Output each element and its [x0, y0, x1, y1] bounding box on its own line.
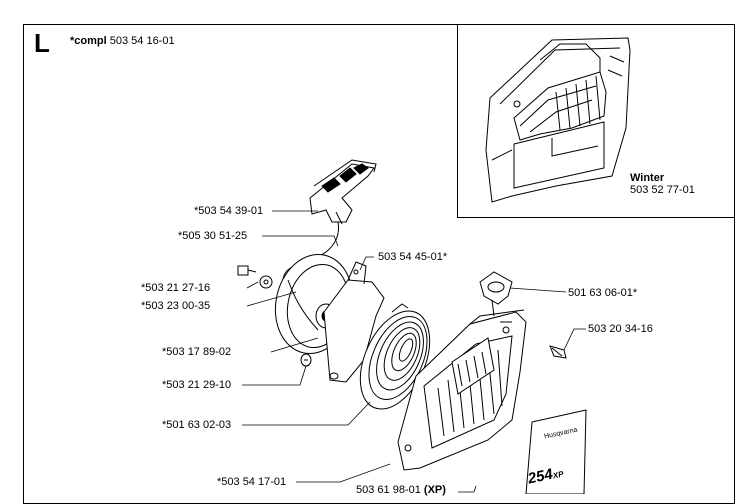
part-label-decal: 503 61 98-01 (XP) [356, 484, 446, 496]
part-label-small-screw: *503 21 29-10 [162, 379, 232, 391]
part-label-intake: 501 63 06-01* [568, 287, 638, 299]
compl-number: 503 54 16-01 [109, 35, 175, 47]
leader-lines [242, 210, 586, 493]
spring-housing-drawing [323, 261, 385, 383]
winter-part-number: 503 52 77-01 [630, 184, 695, 196]
decal-model-suffix: XP [552, 469, 565, 481]
bolt-drawing [549, 345, 567, 359]
winter-cover-drawing [485, 37, 631, 203]
winter-inset-box [457, 24, 735, 218]
part-label-rope: *505 30 51-25 [178, 230, 248, 242]
small-screw-drawing [300, 353, 312, 367]
decal-drawing [525, 409, 587, 494]
section-letter: L [34, 28, 50, 58]
part-label-washer: *503 23 00-35 [141, 300, 211, 312]
starter-cover-drawing [397, 309, 527, 471]
compl-prefix: *compl [70, 35, 107, 47]
decal-part-number: 503 61 98-01 [356, 484, 421, 496]
intake-cover-drawing [479, 271, 513, 317]
part-label-handle: *503 54 39-01 [194, 205, 264, 217]
part-label-cover: *503 54 17-01 [217, 476, 287, 488]
winter-title: Winter [630, 172, 665, 184]
part-label-bolt: 503 20 34-16 [588, 323, 653, 335]
screw-and-washer-drawing [237, 265, 273, 289]
decal-part-suffix: (XP) [423, 484, 446, 496]
part-label-spring: *501 63 02-03 [162, 419, 232, 431]
starter-handle-drawing [309, 159, 377, 225]
part-label-pulley: *503 17 89-02 [162, 346, 232, 358]
part-label-bracket: 503 54 45-01* [378, 251, 448, 263]
part-label-screw: *503 21 27-16 [141, 282, 211, 294]
complete-assembly-label: *compl 503 54 16-01 [70, 35, 175, 47]
